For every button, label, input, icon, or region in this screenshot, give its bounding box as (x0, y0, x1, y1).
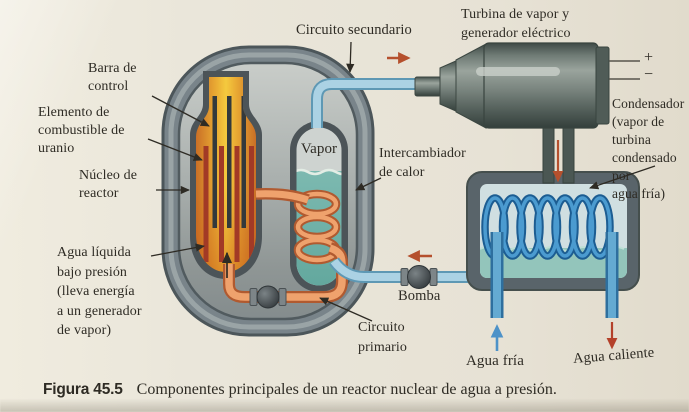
electrical-wires (609, 60, 640, 80)
label-condensador: Condensador (vapor de turbina condensado… (612, 96, 685, 201)
pointer-intercambiador (355, 177, 382, 191)
label-agua-fria: Agua fría (466, 353, 524, 369)
steam-generator-coil (293, 189, 341, 265)
figure-caption: Figura 45.5 Componentes principales de un… (43, 380, 683, 399)
pointer-elemento-combustible (147, 138, 203, 161)
label-bomba: Bomba (398, 288, 441, 304)
pointer-circuito-secundario (346, 41, 355, 73)
label-intercambiador: Intercambiador de calor (379, 146, 466, 180)
label-vapor: Vapor (300, 141, 338, 157)
condenser (466, 171, 640, 318)
label-agua-liquida: Agua líquida bajo presión (lleva energía… (57, 245, 142, 338)
fuel-rods (203, 146, 254, 262)
minus-terminal-label: − (644, 66, 654, 83)
pointer-agua-liquida (150, 243, 205, 257)
pointer-condensador (589, 165, 656, 190)
control-rods (212, 96, 246, 228)
label-circuito-secundario: Circuito secundario (296, 22, 412, 38)
reactor-core (190, 71, 262, 279)
primary-pump-icon (249, 285, 287, 309)
figure-caption-text: Componentes principales de un reactor nu… (136, 381, 557, 398)
secondary-pump-icon (400, 265, 438, 289)
secondary-pipe (311, 78, 422, 128)
primary-pipe (223, 188, 348, 303)
pointer-circuito-primario (319, 297, 373, 322)
label-nucleo-reactor: Núcleo de reactor (79, 168, 138, 201)
label-turbina-generador: Turbina de vapor y generador eléctrico (461, 7, 571, 41)
label-barra-de-control: Barra de control (88, 61, 137, 94)
plus-terminal-label: + (644, 49, 654, 66)
page-showthrough-band (0, 399, 689, 412)
return-pipe (329, 257, 468, 283)
turbine-generator (414, 42, 640, 184)
label-elemento-combustible: Elemento de combustible de uranio (38, 105, 125, 156)
figure-number: Figura 45.5 (43, 381, 123, 398)
label-circuito-primario: Circuito primario (358, 320, 408, 355)
pointer-barra-control (151, 95, 210, 127)
condenser-coil (481, 194, 614, 260)
